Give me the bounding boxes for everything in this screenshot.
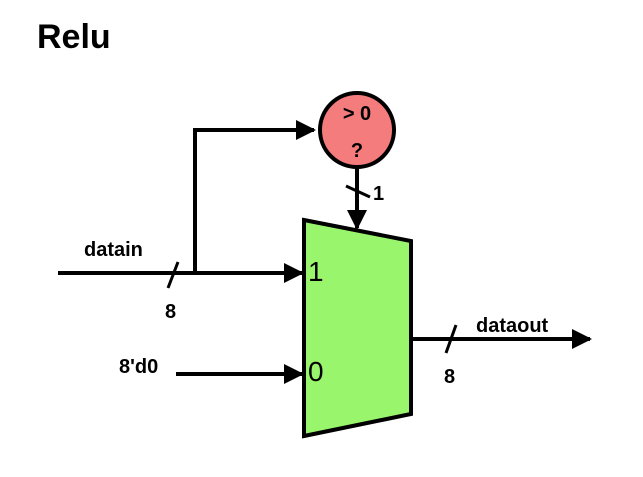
dataout-label: dataout (476, 315, 549, 337)
comparator-circle (318, 91, 396, 169)
select-width-label: 1 (373, 183, 384, 205)
dataout-width-label: 8 (444, 366, 455, 388)
datain-width-label: 8 (165, 301, 176, 323)
comparator-input-wire (193, 120, 316, 273)
const-input-label: 8'd0 (119, 356, 158, 378)
mux-port-0-label: 0 (308, 356, 324, 387)
datain-bus-slash (166, 261, 180, 289)
mux-port-1-label: 1 (308, 256, 324, 287)
comparator-label-line1: > 0 (343, 103, 371, 125)
page-title: Relu (37, 18, 111, 56)
multiplexer (302, 217, 413, 439)
datain-label: datain (84, 239, 143, 261)
select-bus-slash (345, 184, 371, 199)
dataout-bus-slash (444, 324, 458, 354)
comparator-label-line2: ? (351, 140, 363, 162)
